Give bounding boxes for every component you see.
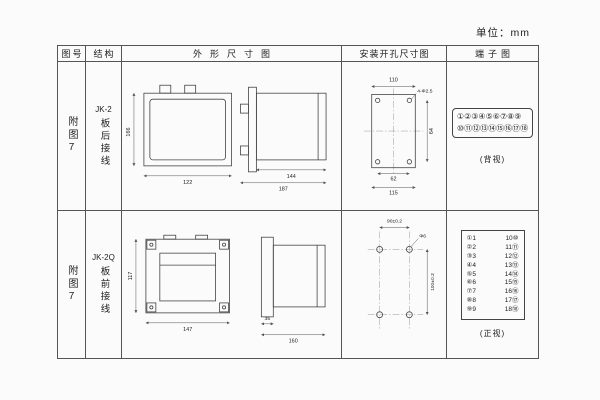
- dim-width-label: 122: [183, 179, 192, 185]
- terminal-block: ①②③④⑤⑥⑦⑧⑨ ⑩⑪⑫⑬⑭⑮⑯⑰⑱: [451, 107, 534, 138]
- dim-height-label: 166: [126, 127, 132, 136]
- terminal-caption: (正视): [479, 328, 506, 338]
- spec-table: 图号 结构 外形尺寸图 安装开孔尺寸图 端子图 附图7 JK-2 板后接线: [57, 45, 539, 359]
- terminal-pair: ⑧8 17⑰: [467, 297, 519, 306]
- jk2-cutout-outline: [371, 93, 416, 168]
- terminal-left: ①1: [466, 235, 476, 243]
- terminal-pair: ⑤5 14⑭: [467, 271, 519, 280]
- cell-install-jk2q: 90±0.2 Φ6 100±0.2: [342, 211, 447, 358]
- terminal-pair: ②2 11⑪: [467, 244, 519, 253]
- header-figure-no: 图号: [58, 46, 86, 62]
- terminal-left: ②2: [466, 244, 476, 252]
- cell-figure-no-jk2q: 附图7: [58, 211, 86, 358]
- terminal-pair: ⑦7 16⑯: [467, 288, 519, 297]
- terminal-right: 10⑩: [505, 235, 519, 243]
- terminal-right: 11⑪: [505, 244, 519, 252]
- header-outline-dims: 外形尺寸图: [122, 46, 342, 62]
- cell-structure-jk2q: JK-2Q 板前接线: [86, 211, 122, 358]
- header-install-dims: 安装开孔尺寸图: [342, 46, 447, 62]
- terminal-left: ⑧8: [466, 296, 476, 304]
- header-terminal-diagram: 端子图: [447, 46, 538, 62]
- structure-block: JK-2Q 板前接线: [92, 253, 115, 316]
- unit-label: 单位：mm: [476, 27, 530, 39]
- wiring-label: 板前接线: [98, 266, 110, 316]
- jk2-side-view: [240, 86, 327, 172]
- terminal-left: ⑦7: [466, 288, 476, 296]
- cell-structure-jk2: JK-2 板后接线: [86, 62, 122, 211]
- cell-figure-no-jk2: 附图7: [58, 62, 86, 211]
- terminal-pair: ⑨9 18⑱: [467, 306, 519, 315]
- hole-note-label: 4-Φ2.5: [417, 88, 432, 94]
- install-inner-label: 62: [390, 176, 396, 182]
- model-label: JK-2: [95, 104, 112, 114]
- dim-height-label: 117: [128, 272, 134, 281]
- jk2q-install-drawing: 90±0.2 Φ6 100±0.2: [367, 219, 436, 331]
- terminal-left: ④4: [466, 261, 476, 269]
- dim-width-label: 147: [183, 327, 192, 333]
- dim-total-depth-label: 160: [289, 339, 298, 345]
- dim-total-depth-label: 187: [279, 186, 288, 192]
- terminal-left: ⑤5: [466, 270, 476, 278]
- terminal-right: 17⑰: [504, 296, 519, 304]
- install-width-label: 110: [389, 77, 398, 83]
- jk2-install-dims: 110 4-Φ2.5 64 62 115: [371, 77, 435, 196]
- jk2q-side-dims: 35 160: [261, 316, 326, 345]
- terminal-left: ⑥6: [466, 279, 476, 287]
- cell-outline-jk2q: 117 147 35 160: [122, 211, 342, 358]
- terminal-right: 16⑯: [504, 288, 519, 296]
- figure-no-label: 附图7: [66, 264, 77, 305]
- install-width-label: 90±0.2: [387, 219, 402, 225]
- terminal-right: 14⑭: [504, 270, 519, 278]
- terminal-right: 12⑫: [504, 253, 519, 260]
- figure-no-label: 附图7: [66, 116, 77, 156]
- terminal-pair: ①1 10⑩: [467, 235, 519, 244]
- structure-block: JK-2 板后接线: [95, 105, 111, 168]
- jk2-outline-drawing: 166 122 144 187: [126, 84, 327, 192]
- terminal-list: ①1 10⑩ ②2 11⑪ ③3 12⑫ ④4 13⑬ ⑤5 14⑭ ⑥6 15⑮ ⑦7 16…: [460, 230, 525, 320]
- terminal-left: ③3: [466, 253, 476, 260]
- terminal-row-top: ①②③④⑤⑥⑦⑧⑨: [456, 111, 522, 121]
- jk2q-front-view: [145, 234, 230, 314]
- terminal-right: 13⑬: [504, 261, 519, 269]
- install-height-label: 100±0.2: [430, 273, 436, 291]
- terminal-pair: ③3 12⑫: [467, 253, 519, 262]
- dim-depth-label: 144: [287, 173, 296, 179]
- terminal-row-bottom: ⑩⑪⑫⑬⑭⑮⑯⑰⑱: [456, 123, 529, 133]
- cell-outline-jk2: 166 122 144 187: [122, 62, 342, 211]
- jk2q-front-dims: 117 147: [128, 238, 230, 333]
- install-height-label: 64: [429, 128, 435, 134]
- cell-terminal-jk2: ①②③④⑤⑥⑦⑧⑨ ⑩⑪⑫⑬⑭⑮⑯⑰⑱ (背视): [447, 62, 538, 211]
- cell-terminal-jk2q: ①1 10⑩ ②2 11⑪ ③3 12⑫ ④4 13⑬ ⑤5 14⑭ ⑥6 15⑮ ⑦7 16…: [447, 211, 538, 358]
- terminal-left: ⑨9: [466, 305, 476, 313]
- cell-install-jk2: 110 4-Φ2.5 64 62 115: [342, 62, 447, 211]
- hole-note-label: Φ6: [419, 233, 426, 239]
- terminal-pair: ⑥6 15⑮: [467, 279, 519, 288]
- jk2q-side-view: [260, 236, 326, 318]
- terminal-caption: (背视): [479, 154, 506, 164]
- jk2-side-dims: 144 187: [240, 167, 327, 192]
- terminal-right: 18⑱: [504, 305, 519, 313]
- header-structure: 结构: [86, 46, 122, 62]
- mounting-holes: [376, 245, 413, 319]
- jk2-front-dims: 166 122: [126, 92, 232, 185]
- wiring-label: 板后接线: [98, 117, 110, 168]
- install-outer-label: 115: [389, 190, 398, 196]
- center-lines: [363, 87, 424, 174]
- jk2-install-drawing: 110 4-Φ2.5 64 62 115: [363, 77, 435, 196]
- jk2q-install-dims: 90±0.2 Φ6 100±0.2: [379, 219, 436, 316]
- terminal-pair: ④4 13⑬: [467, 262, 519, 271]
- jk2q-outline-drawing: 117 147 35 160: [128, 234, 326, 345]
- dim-depth-label: 35: [265, 316, 271, 322]
- center-lines: [367, 231, 424, 331]
- jk2-front-view: [143, 84, 232, 166]
- terminal-right: 15⑮: [504, 279, 519, 287]
- model-label: JK-2Q: [92, 253, 115, 262]
